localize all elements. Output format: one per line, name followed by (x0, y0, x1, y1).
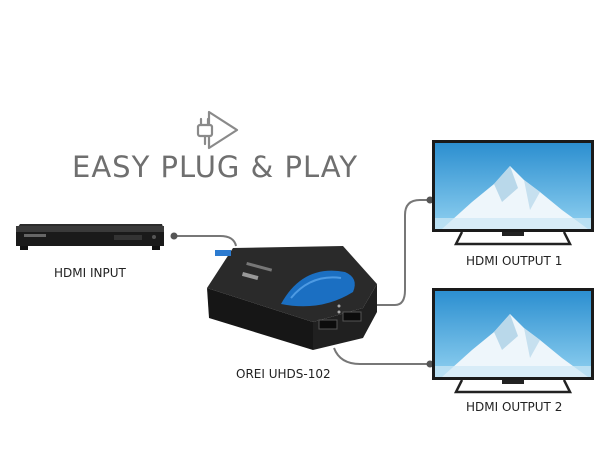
hdmi-output-1-label: HDMI OUTPUT 1 (466, 254, 563, 268)
headline: EASY PLUG & PLAY (72, 150, 359, 184)
input-wire (174, 235, 237, 247)
tv-output-1-icon (432, 140, 594, 246)
splitter-accent-stripe (281, 270, 355, 307)
hdmi-output-2-label: HDMI OUTPUT 2 (466, 400, 563, 414)
output2-wire-dot (426, 360, 434, 368)
media-player-icon (16, 224, 164, 250)
output2-wire (333, 347, 430, 365)
output1-wire (365, 199, 430, 306)
output1-wire-dot (426, 196, 434, 204)
input-wire-dot (170, 232, 178, 240)
splitter-label: OREI UHDS-102 (236, 367, 331, 381)
plug-play-icon (196, 110, 239, 150)
hdmi-splitter-device (207, 246, 377, 350)
tv-output-2-icon (432, 288, 594, 394)
hdmi-input-label: HDMI INPUT (54, 266, 126, 280)
